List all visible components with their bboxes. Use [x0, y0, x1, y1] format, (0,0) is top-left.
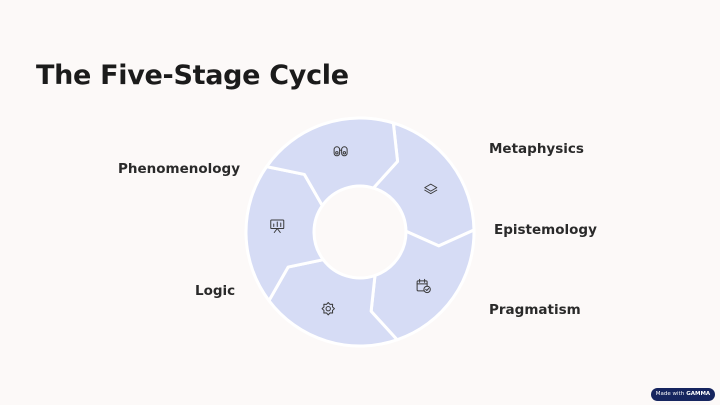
gear-icon	[321, 301, 335, 316]
slide-title: The Five-Stage Cycle	[36, 60, 349, 91]
calendar-check-icon	[416, 278, 431, 294]
badge-brand: GAMMA	[686, 391, 711, 397]
stage-label-phenomenology: Phenomenology	[118, 161, 241, 177]
badge-prefix: Made with	[655, 391, 685, 397]
cycle-segment-phenomenology	[265, 116, 400, 208]
stage-label-logic: Logic	[195, 283, 236, 299]
binoculars-icon	[333, 146, 348, 157]
presentation-chart-icon	[270, 219, 285, 233]
stage-label-metaphysics: Metaphysics	[489, 141, 584, 157]
cycle-segment-epistemology	[369, 228, 476, 342]
layers-icon	[424, 183, 438, 195]
stage-label-epistemology: Epistemology	[494, 222, 597, 238]
stage-label-pragmatism: Pragmatism	[489, 302, 581, 318]
